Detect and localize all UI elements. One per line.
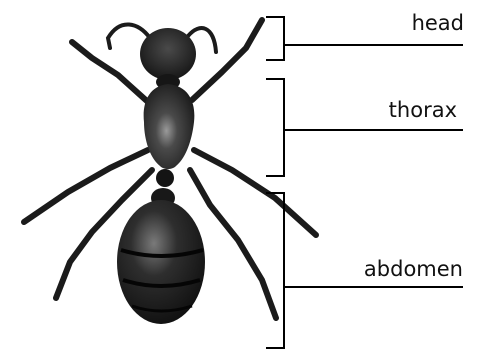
ant-head [140,28,196,80]
bracket-thorax [266,79,463,176]
ant-thorax [144,84,195,169]
label-thorax: thorax [389,100,457,121]
label-head: head [412,13,464,34]
ant-abdomen [117,200,205,324]
label-abdomen: abdomen [364,259,463,280]
